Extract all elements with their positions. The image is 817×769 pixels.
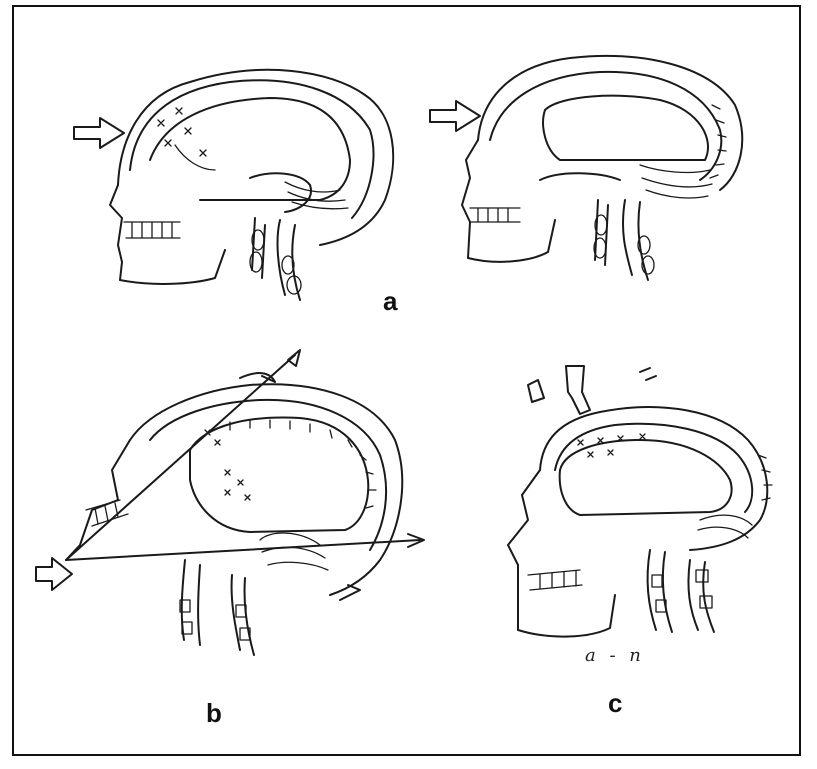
impact-arrow-icon xyxy=(74,118,124,148)
nail-object-icon xyxy=(566,366,590,414)
handwritten-note: a - n xyxy=(585,645,645,666)
impact-arrow-icon xyxy=(430,101,480,131)
panel-label-a: a xyxy=(383,288,397,314)
panel-a-right-skull xyxy=(430,56,742,280)
impact-arrow-icon xyxy=(528,380,544,402)
trajectory-arrow-icon xyxy=(288,350,300,366)
impact-arrow-icon xyxy=(36,558,72,590)
panel-a-left-skull xyxy=(74,70,393,300)
panel-label-b: b xyxy=(206,700,222,726)
panel-b-skull xyxy=(36,350,424,655)
panel-label-c: c xyxy=(608,690,622,716)
panel-c-skull xyxy=(508,366,772,637)
